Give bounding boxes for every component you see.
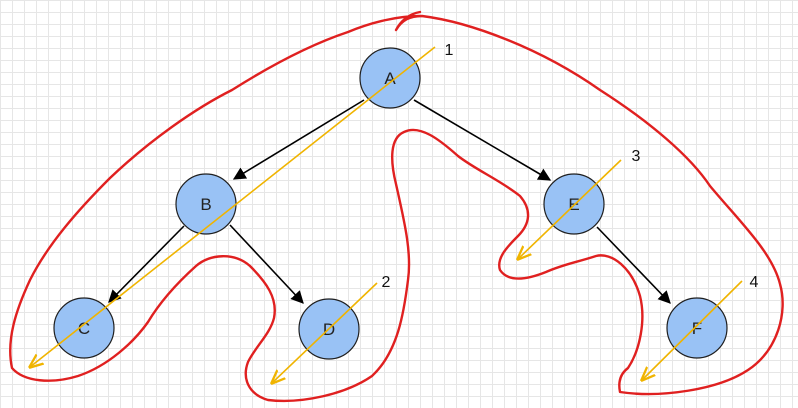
edge-e-f	[596, 226, 671, 304]
edge-b-c	[108, 225, 185, 303]
traversal-arrow-2	[272, 282, 378, 383]
traversal-outline	[9, 10, 784, 403]
node-label-c: C	[78, 319, 90, 338]
step-label-2: 2	[382, 274, 391, 291]
traversal-arrow-3	[518, 159, 622, 259]
node-b: B	[175, 173, 237, 235]
traversal-arrow-4	[642, 280, 743, 380]
step-labels: 1 2 3 4	[382, 42, 759, 291]
node-label-f: F	[692, 319, 702, 338]
edge-b-d	[229, 224, 304, 304]
edges	[108, 99, 671, 304]
node-a: A	[359, 47, 421, 109]
node-label-b: B	[200, 195, 211, 214]
traversal-arrows	[30, 46, 743, 383]
step-label-3: 3	[632, 148, 641, 165]
step-label-1: 1	[445, 42, 454, 59]
node-f: F	[666, 297, 728, 359]
node-label-a: A	[384, 69, 396, 88]
edge-a-b	[232, 99, 365, 180]
edge-a-e	[413, 99, 552, 181]
traversal-arrow-1	[30, 46, 436, 367]
step-label-4: 4	[750, 274, 759, 291]
